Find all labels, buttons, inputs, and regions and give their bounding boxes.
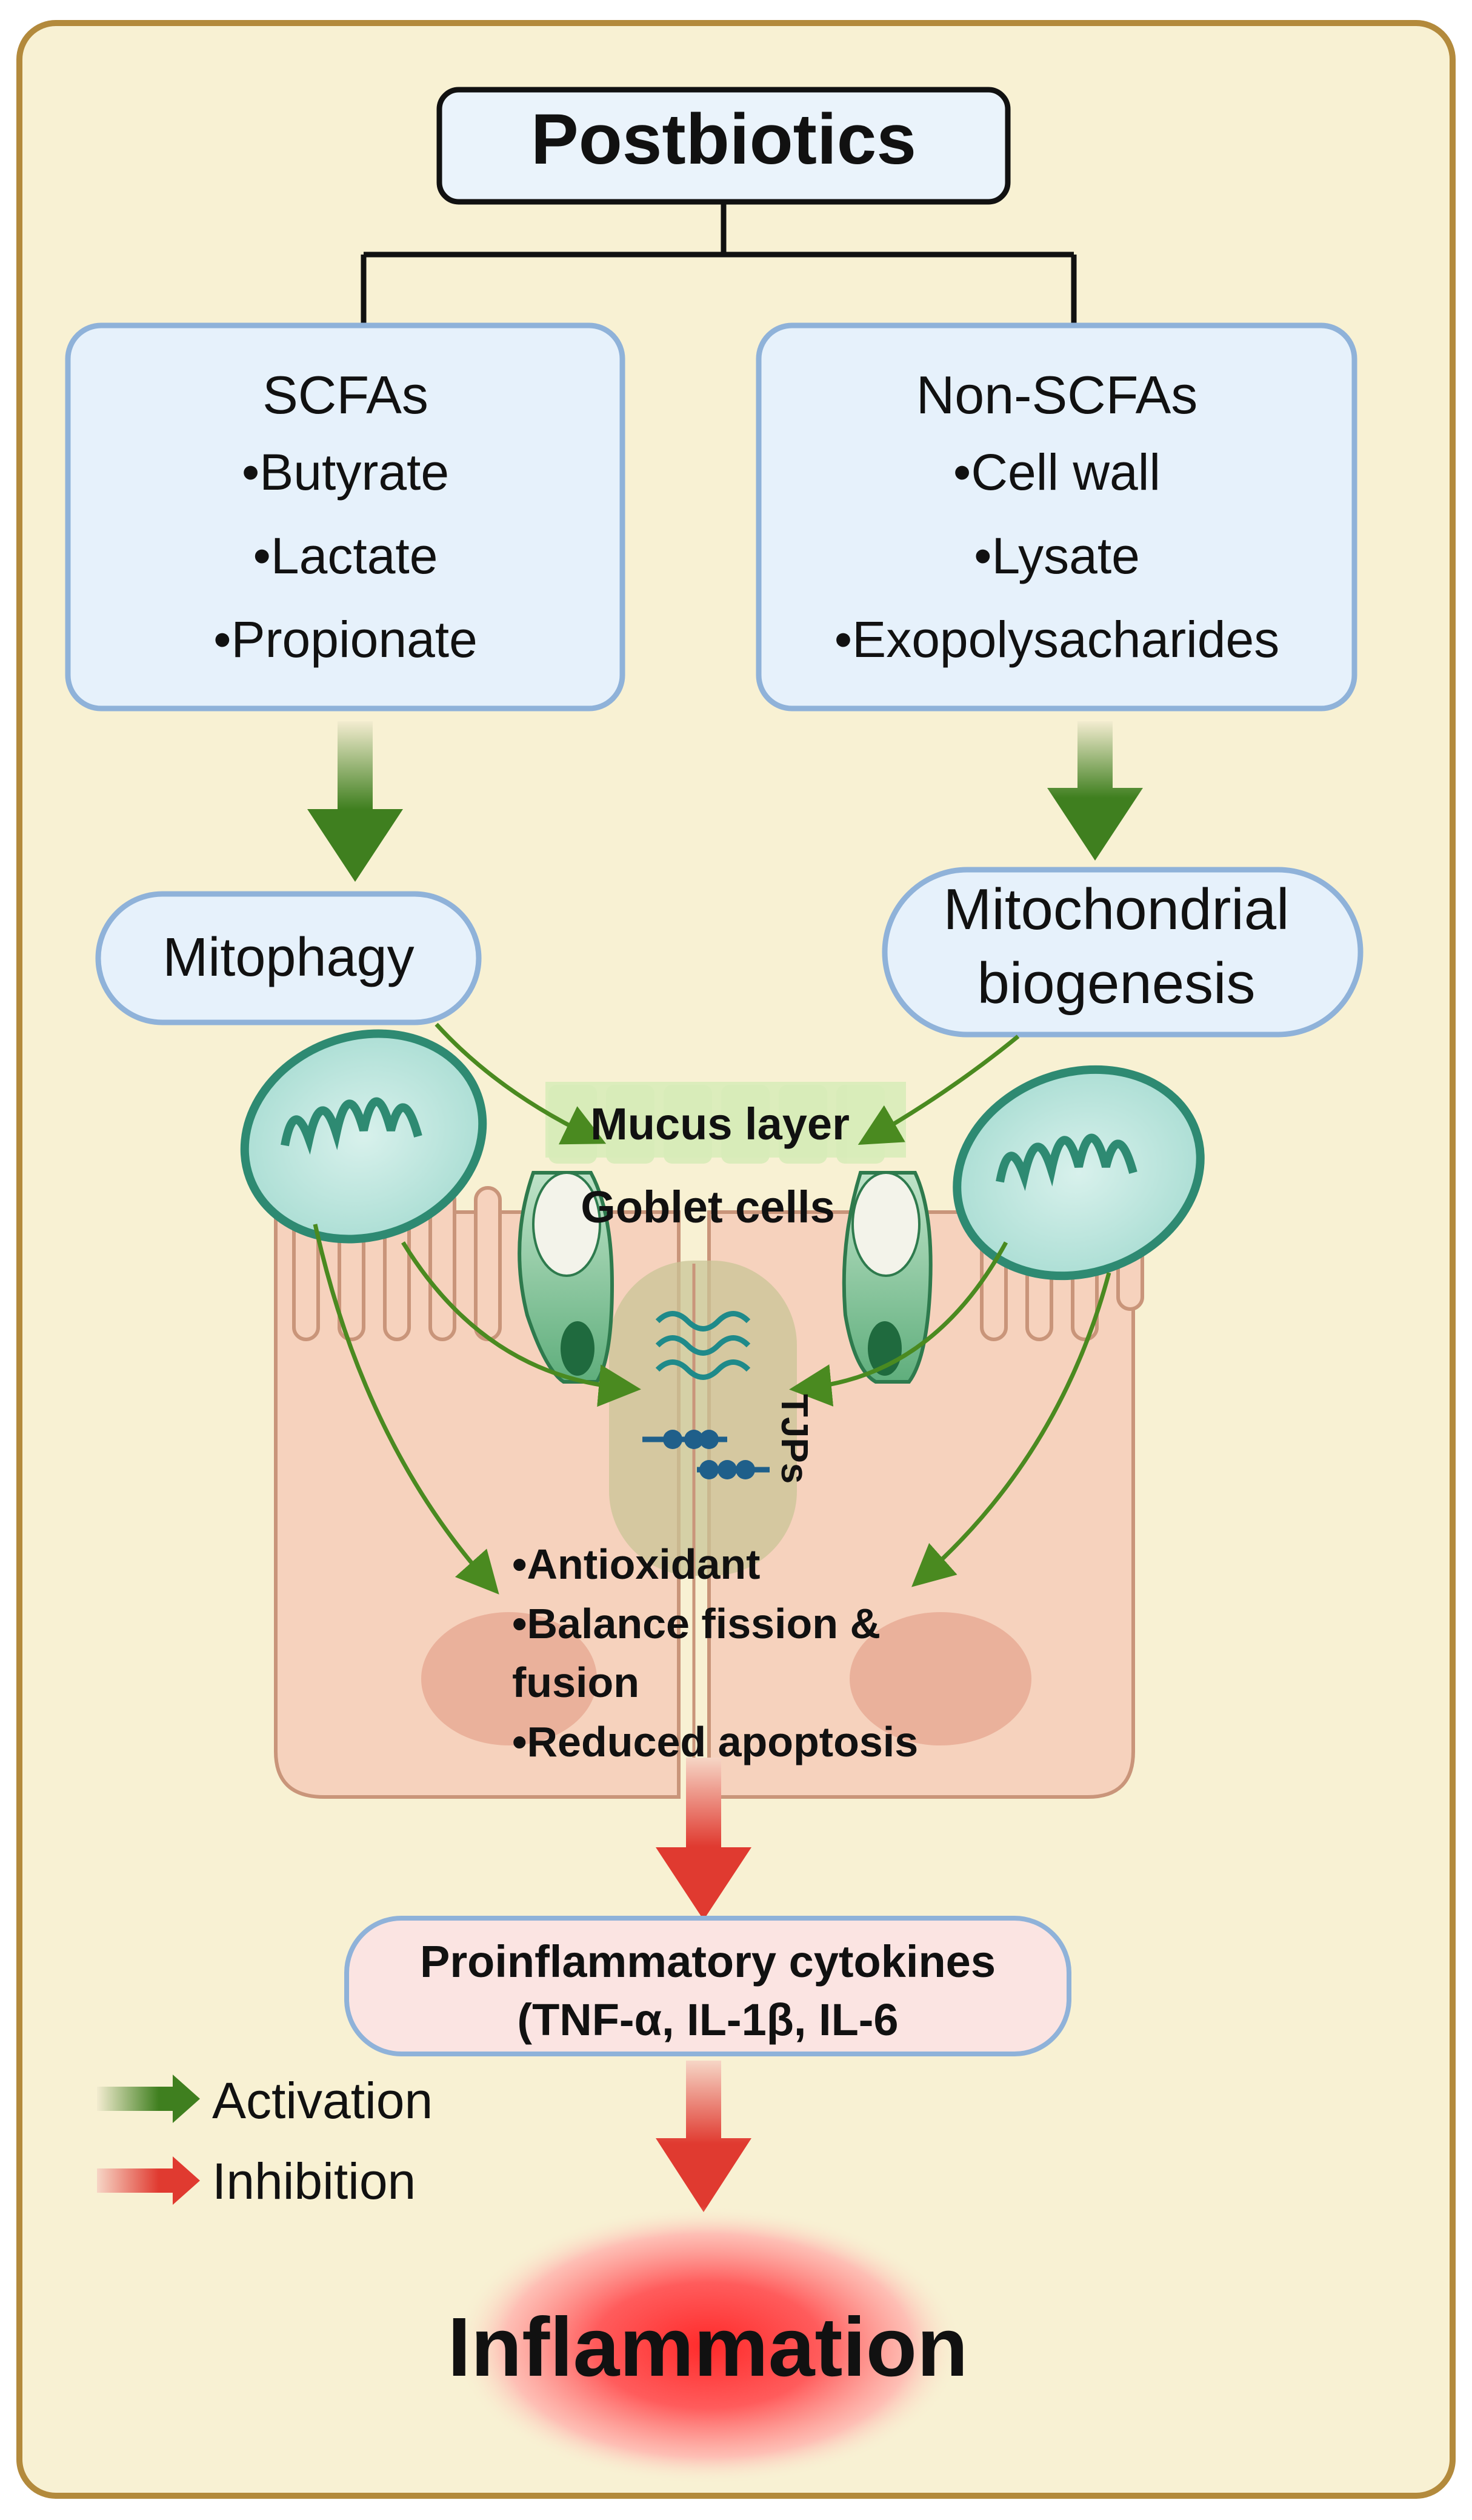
inhibition-arrow <box>656 2061 751 2212</box>
goblet-cell <box>842 1171 933 1384</box>
cytokines-label: (TNF-α, IL-1β, IL-6 <box>517 1995 898 2045</box>
nonscfa-box <box>756 322 1357 712</box>
cytokines-box <box>344 1916 1071 2056</box>
goblet-label: Goblet cells <box>581 1182 834 1232</box>
nonscfa-item: •Exopolysacharides <box>834 611 1279 668</box>
goblet-cell <box>518 1171 614 1384</box>
branch-connector <box>361 202 1077 325</box>
scfa-heading: SCFAs <box>262 365 428 425</box>
scfa-item: •Lactate <box>253 527 438 584</box>
effect-item: •Antioxidant <box>512 1541 760 1588</box>
activation-arrow <box>307 721 403 882</box>
biogenesis-label: biogenesis <box>977 951 1256 1016</box>
tight-junction-region <box>609 1261 797 1576</box>
legend-activation-arrow <box>97 2075 200 2123</box>
activation-arrow <box>313 1022 1111 1595</box>
nonscfa-item: •Lysate <box>974 527 1140 584</box>
mitophagy-label: Mitophagy <box>162 927 414 988</box>
effect-item: fusion <box>512 1659 639 1706</box>
effect-item: •Balance fission & <box>512 1600 881 1647</box>
nonscfa-heading: Non-SCFAs <box>916 365 1198 425</box>
inflammation-label: Inflammation <box>448 2301 968 2394</box>
legend-inhibition-arrow <box>97 2156 200 2205</box>
mitochondrion <box>953 1065 1205 1281</box>
biogenesis-pill <box>882 867 1364 1038</box>
title: Postbiotics <box>531 99 916 179</box>
scfa-item: •Butyrate <box>242 444 449 501</box>
tjps-label: TJPs <box>773 1394 815 1484</box>
legend-inhibition-label: Inhibition <box>212 2153 416 2210</box>
biogenesis-label: Mitochondrial <box>944 877 1290 942</box>
mitophagy-pill <box>95 891 482 1025</box>
mitochondrion <box>240 1029 487 1244</box>
scfa-item: •Propionate <box>213 611 478 668</box>
nucleus <box>850 1612 1031 1745</box>
inhibition-arrow <box>656 1758 751 1920</box>
legend: Activation Inhibition <box>97 2072 433 2210</box>
nucleus <box>421 1612 597 1745</box>
mucus-label: Mucus layer <box>590 1099 850 1149</box>
cytokines-label: Proinflammatory cytokines <box>420 1936 996 1987</box>
legend-activation-label: Activation <box>212 2072 433 2129</box>
nonscfa-item: •Cell wall <box>953 444 1161 501</box>
activation-arrow <box>1047 721 1143 861</box>
scfa-box <box>65 322 625 712</box>
inflammation-glow <box>453 2206 962 2485</box>
